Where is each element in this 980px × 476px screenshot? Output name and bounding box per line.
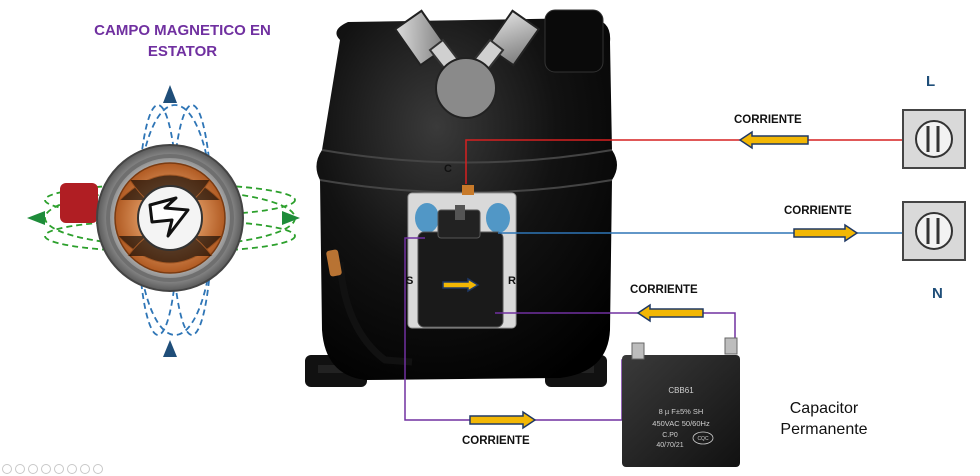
field-arrow-right-icon	[282, 211, 300, 225]
current-label-n: CORRIENTE	[784, 205, 852, 217]
toolbar-zoom-icon[interactable]	[54, 464, 64, 474]
capacitor-label: Capacitor Permanente	[778, 398, 870, 440]
toolbar-subtitle-icon[interactable]	[67, 464, 77, 474]
current-arrow-bottom-icon	[469, 410, 537, 430]
current-arrow-cap-icon	[636, 303, 704, 323]
slide-toolbar	[2, 464, 103, 476]
field-arrow-bottom-icon	[163, 340, 177, 357]
field-arrow-left-icon	[27, 211, 45, 225]
stator-illustration	[27, 85, 300, 357]
cqc-mark: CQC	[697, 436, 709, 442]
piston-assembly-icon	[393, 9, 541, 119]
copper-tube-icon	[326, 249, 342, 277]
line-terminal-block	[902, 109, 966, 169]
toolbar-pen-icon[interactable]	[28, 464, 38, 474]
current-label-bottom: CORRIENTE	[462, 435, 530, 447]
capacitor-label-line-1: Capacitor	[789, 400, 859, 417]
toolbar-next-icon[interactable]	[15, 464, 25, 474]
line-l-label: L	[926, 73, 936, 90]
current-arrow-l-icon	[738, 130, 809, 150]
top-connector	[544, 9, 604, 73]
capacitor-spec-4: 40/70/21	[656, 442, 683, 449]
compressor	[305, 9, 617, 387]
field-arrow-top-icon	[163, 85, 177, 103]
cqc-mark-icon	[692, 431, 714, 445]
current-label-l: CORRIENTE	[734, 114, 802, 126]
overload-protector-icon	[60, 183, 98, 223]
capacitor-body	[622, 355, 740, 467]
toolbar-grid-icon[interactable]	[41, 464, 51, 474]
title-line-2: ESTATOR	[147, 43, 218, 60]
toolbar-camera-icon[interactable]	[80, 464, 90, 474]
ptc-relay	[417, 231, 504, 328]
capacitor-spec-1: 8 µ F±5% SH	[659, 407, 704, 416]
toolbar-more-icon[interactable]	[93, 464, 103, 474]
current-label-cap: CORRIENTE	[630, 284, 698, 296]
capacitor-spec-3: C.P0	[662, 432, 678, 439]
line-n-label: N	[932, 285, 943, 302]
title-line-1: CAMPO MAGNETICO EN	[94, 22, 271, 39]
brand-logo-icon	[148, 196, 190, 238]
neutral-terminal-block	[902, 201, 966, 261]
capacitor-model: CBB61	[668, 386, 694, 395]
run-capacitor: CBB61 8 µ F±5% SH 450VAC 50/60Hz C.P0 40…	[622, 337, 740, 467]
terminal-r-label: R	[508, 275, 516, 287]
current-arrow-n-icon	[793, 223, 859, 243]
toolbar-prev-icon[interactable]	[2, 464, 12, 474]
current-arrows	[442, 130, 859, 430]
current-arrow-relay-icon	[442, 277, 480, 293]
capacitor-label-line-2: Permanente	[780, 421, 868, 438]
capacitor-spec-2: 450VAC 50/60Hz	[652, 419, 710, 428]
terminal-c-label: C	[444, 163, 452, 175]
diagram-title: CAMPO MAGNETICO EN ESTATOR	[70, 20, 295, 62]
terminal-s-label: S	[406, 275, 414, 287]
